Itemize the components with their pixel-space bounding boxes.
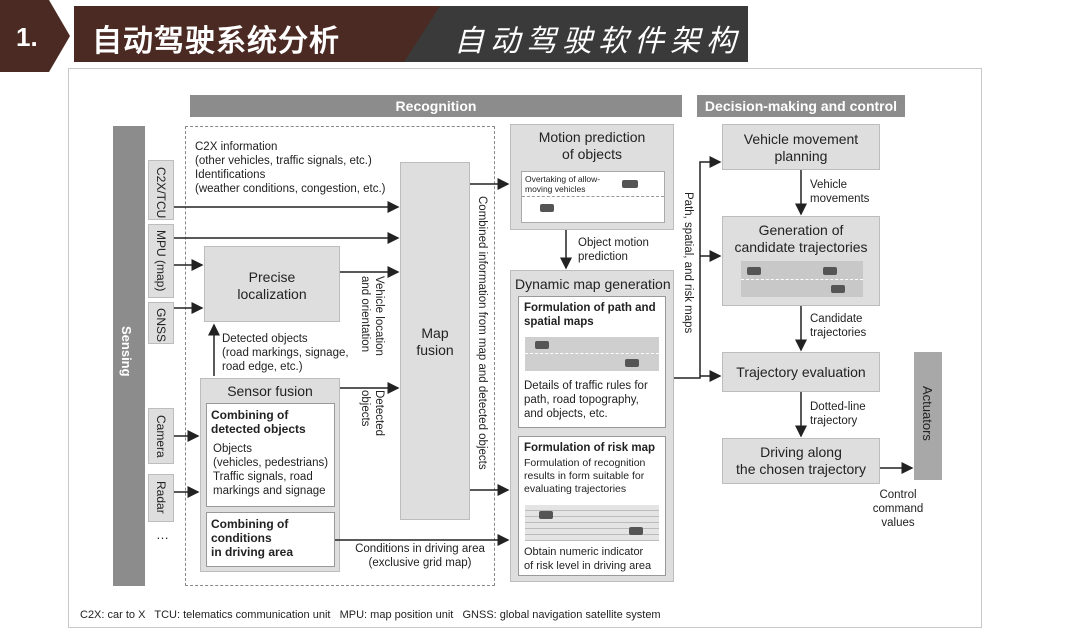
car-icon: [540, 204, 554, 212]
vehicle-movement-planning-box: Vehicle movement planning: [722, 124, 880, 170]
page-title: 自动驾驶系统分析: [92, 25, 340, 58]
generation-candidate-box: Generation of candidate trajectories: [722, 216, 880, 306]
car-icon: [622, 180, 638, 188]
car-icon: [539, 511, 553, 519]
c2x-info-text: C2X information (other vehicles, traffic…: [195, 141, 386, 195]
object-motion-label: Object motion prediction: [578, 237, 649, 263]
input-radar: Radar: [148, 474, 174, 522]
vehicle-movements-label: Vehicle movements: [810, 179, 870, 205]
car-icon: [625, 359, 639, 367]
title-bar: 自动驾驶系统分析: [74, 6, 440, 62]
combined-info-label: Combined information from map and detect…: [476, 196, 488, 470]
trajectory-evaluation-box: Trajectory evaluation: [722, 352, 880, 392]
motion-prediction-box: Motion prediction of objects Overtaking …: [510, 124, 674, 230]
dotted-line-label: Dotted-line trajectory: [810, 401, 866, 427]
vehicle-location-label: Vehicle location and orientation: [359, 276, 385, 356]
risk-map-grid: [525, 505, 659, 541]
combining-conditions-box: Combining of conditions in driving area: [206, 512, 335, 567]
sensing-bar: Sensing: [113, 126, 145, 586]
precise-localization-box: Precise localization: [204, 246, 340, 322]
footnote: C2X: car to X TCU: telematics communicat…: [80, 609, 661, 621]
car-icon: [747, 267, 761, 275]
actuators-box: Actuators: [914, 352, 942, 480]
detected-objects-vert-label: Detected objects: [359, 390, 385, 437]
arrow-maps-to-planning: [674, 156, 722, 379]
path-maps-label: Path, spatial, and risk maps: [682, 192, 694, 334]
input-camera: Camera: [148, 408, 174, 464]
input-c2x-tcu: C2X/TCU: [148, 160, 174, 220]
input-mpu: MPU (map): [148, 224, 174, 298]
risk-map-box: Formulation of risk map Formulation of r…: [518, 436, 666, 576]
car-icon: [823, 267, 837, 275]
recognition-area: [185, 126, 495, 586]
car-icon: [535, 341, 549, 349]
driving-along-box: Driving along the chosen trajectory: [722, 438, 880, 484]
conditions-label: Conditions in driving area (exclusive gr…: [355, 543, 485, 569]
motion-prediction-inset: Overtaking of allow- moving vehicles: [521, 171, 665, 223]
detected-objects-label: Detected objects (road markings, signage…: [222, 333, 349, 373]
car-icon: [831, 285, 845, 293]
candidate-trajectories-label: Candidate trajectories: [810, 313, 867, 339]
map-fusion-box: Map fusion: [400, 162, 470, 520]
input-more: …: [156, 527, 169, 542]
page-subtitle: 自动驾驶软件架构: [454, 24, 742, 59]
subtitle-bar: 自动驾驶软件架构: [404, 6, 748, 62]
combining-detected-box: Combining of detected objects Objects (v…: [206, 403, 335, 507]
trajectory-illustration: [741, 261, 863, 297]
input-gnss: GNSS: [148, 302, 174, 344]
sensing-label: Sensing: [119, 326, 134, 377]
control-values-label: Control command values: [872, 489, 924, 529]
decision-bar: Decision-making and control: [697, 95, 905, 117]
recognition-bar: Recognition: [190, 95, 682, 117]
path-map-illustration: [525, 337, 659, 371]
path-map-box: Formulation of path and spatial maps Det…: [518, 296, 666, 428]
section-number: 1.: [16, 22, 38, 52]
car-icon: [629, 527, 643, 535]
